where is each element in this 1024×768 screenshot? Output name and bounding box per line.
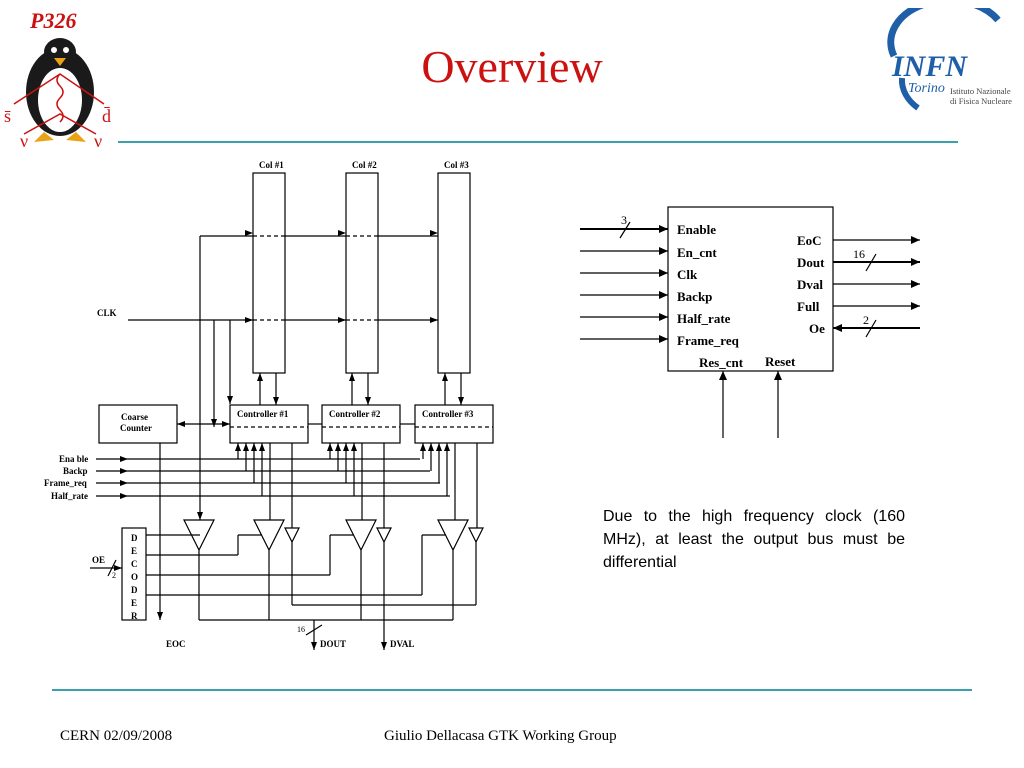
pin-res-cnt: Res_cnt — [699, 355, 744, 370]
top-divider — [118, 141, 958, 143]
decoder-letter-1: D — [131, 533, 138, 543]
column-block-1 — [252, 172, 286, 374]
svg-text:ν: ν — [20, 131, 28, 151]
pin-input-enable: Enable — [677, 222, 716, 237]
svg-text:ν: ν — [94, 131, 102, 151]
chip-block — [667, 206, 834, 372]
coarse-counter-label-1: Coarse — [121, 412, 148, 422]
oe-width-label: 2 — [112, 571, 116, 580]
pin-output-full: Full — [797, 299, 820, 314]
slide-title: Overview — [421, 41, 603, 92]
pin-output-dout: Dout — [797, 255, 825, 270]
input-label-backp: Backp — [63, 466, 88, 476]
infn-logo-text: INFN — [891, 50, 968, 83]
clk-label: CLK — [97, 308, 117, 318]
enable-width-label: 3 — [621, 213, 627, 227]
decoder-letter-3: C — [131, 559, 138, 569]
infn-logo-line2: di Fisica Nucleare — [950, 96, 1012, 106]
pin-input-clk: Clk — [677, 267, 698, 282]
decoder-letter-5: D — [131, 585, 138, 595]
column-label-3: Col #3 — [444, 160, 469, 170]
dout-bus-width-label: 16 — [853, 247, 865, 261]
footer-author: Giulio Dellacasa GTK Working Group — [384, 728, 617, 744]
pin-reset: Reset — [765, 354, 796, 369]
differential-bus-note: Due to the high frequency clock (160 MHz… — [603, 508, 905, 571]
column-block-3 — [437, 172, 471, 374]
controller-label-1: Controller #1 — [237, 409, 289, 419]
pin-input-en-cnt: En_cnt — [677, 245, 717, 260]
dout-width-label: 16 — [297, 625, 305, 634]
controller-label-3: Controller #3 — [422, 409, 474, 419]
oe-bus-width-label: 2 — [863, 313, 869, 327]
column-block-2 — [345, 172, 379, 374]
pin-output-dval: Dval — [797, 277, 823, 292]
oe-label: OE — [92, 555, 105, 565]
input-label-enable: Ena ble — [59, 454, 88, 464]
input-label-frame-req: Frame_req — [44, 478, 87, 488]
bottom-divider — [52, 689, 972, 691]
footer-date: CERN 02/09/2008 — [60, 728, 173, 744]
svg-text:d̄: d̄ — [102, 106, 111, 126]
pin-input-frame-req: Frame_req — [677, 333, 740, 348]
decoder-letter-2: E — [131, 546, 137, 556]
p326-logo: P326 s̄ d̄ ν ν — [4, 8, 111, 151]
p326-logo-text: P326 — [29, 8, 76, 33]
column-label-1: Col #1 — [259, 160, 284, 170]
column-label-2: Col #2 — [352, 160, 377, 170]
pin-output-eoc: EoC — [797, 233, 822, 248]
eoc-label: EOC — [166, 639, 186, 649]
pin-input-half-rate: Half_rate — [677, 311, 731, 326]
dout-label: DOUT — [320, 639, 346, 649]
decoder-letter-7: R — [131, 611, 138, 621]
dval-label: DVAL — [390, 639, 414, 649]
infn-logo: INFN Torino Istituto Nazionale di Fisica… — [887, 8, 1012, 111]
infn-logo-line1: Istituto Nazionale — [950, 86, 1011, 96]
coarse-counter-label-2: Counter — [120, 423, 152, 433]
controller-label-2: Controller #2 — [329, 409, 381, 419]
pin-output-oe: Oe — [809, 321, 825, 336]
pin-input-backp: Backp — [677, 289, 712, 304]
decoder-letter-6: E — [131, 598, 137, 608]
svg-text:s̄: s̄ — [4, 106, 11, 126]
decoder-block — [121, 527, 147, 621]
decoder-letter-4: O — [131, 572, 138, 582]
infn-logo-sub: Torino — [908, 81, 945, 96]
input-label-half-rate: Half_rate — [51, 491, 88, 501]
